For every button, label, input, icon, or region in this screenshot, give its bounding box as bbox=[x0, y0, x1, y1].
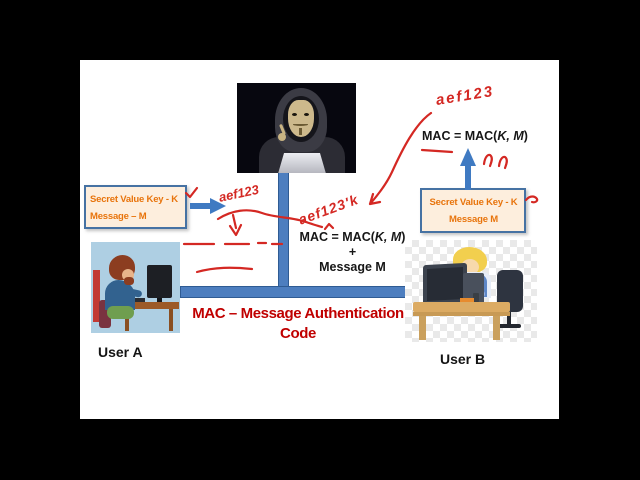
checkmark-icon bbox=[184, 186, 199, 199]
red-eta-mark-2 bbox=[497, 155, 508, 170]
user-a-desk-leg bbox=[169, 309, 173, 331]
mask-goatee bbox=[299, 128, 302, 135]
secret-box-user-a: Secret Value Key - K Message – M bbox=[84, 185, 187, 229]
hacker-mask-icon bbox=[288, 100, 314, 137]
user-a-beard bbox=[124, 277, 134, 285]
formula-center-plus: + bbox=[348, 245, 357, 259]
user-a-desk bbox=[119, 302, 179, 309]
hacker-image bbox=[237, 83, 356, 173]
slide-title-line2: Code bbox=[280, 325, 316, 342]
handwritten-mac-value-middle: aef123'k bbox=[296, 191, 361, 228]
slide-title-line1: MAC – Message Authentication bbox=[192, 305, 404, 322]
hacker-laptop-icon bbox=[278, 153, 326, 173]
user-b-monitor-screen bbox=[427, 267, 463, 301]
network-bus-horizontal bbox=[180, 286, 408, 298]
network-bus-vertical bbox=[278, 171, 289, 287]
user-a-label: User A bbox=[98, 344, 143, 360]
secret-box-b-line1: Secret Value Key - K bbox=[429, 197, 518, 208]
user-a-monitor-icon bbox=[147, 265, 172, 298]
user-b-label: User B bbox=[440, 351, 486, 367]
user-a-image bbox=[91, 242, 180, 333]
user-b-book bbox=[460, 298, 474, 302]
secret-box-user-b: Secret Value Key - K Message M bbox=[420, 188, 526, 233]
user-a-lamp bbox=[93, 270, 100, 322]
user-a-monitor-stand bbox=[157, 298, 162, 304]
red-squiggle-right-box bbox=[524, 195, 539, 204]
red-underline-top-mac bbox=[420, 148, 454, 154]
mask-mustache bbox=[293, 123, 308, 126]
user-b-chair-pole bbox=[507, 312, 511, 325]
user-b-chair-base bbox=[497, 324, 521, 328]
red-eta-mark-1 bbox=[482, 153, 493, 168]
secret-box-a-line1: Secret Value Key - K bbox=[90, 194, 178, 205]
hacker-hand bbox=[278, 133, 286, 141]
user-b-image bbox=[405, 240, 537, 342]
slide-canvas: Secret Value Key - K Message – M Secret … bbox=[80, 60, 559, 419]
mask-eye-left bbox=[292, 113, 297, 116]
red-caret-center bbox=[323, 222, 335, 231]
user-b-desk-leg bbox=[493, 316, 500, 340]
formula-center-line2: Message M bbox=[319, 260, 386, 274]
arrow-up-icon bbox=[460, 148, 476, 190]
formula-top-right: MAC = MAC(K, M) bbox=[422, 129, 528, 143]
handwritten-mac-value-left: aef123 bbox=[217, 181, 261, 205]
formula-center: MAC = MAC(K, M) + Message M bbox=[290, 230, 415, 275]
red-solid-line bbox=[195, 266, 254, 274]
formula-center-line1: MAC = MAC(K, M) bbox=[299, 230, 406, 244]
user-b-desk-leg bbox=[419, 316, 426, 340]
red-dashed-line bbox=[182, 241, 284, 246]
user-b-desk bbox=[413, 302, 510, 312]
user-a-keyboard bbox=[129, 298, 145, 302]
mask-eye-right bbox=[304, 113, 309, 116]
down-arrow-icon bbox=[228, 213, 243, 237]
handwritten-mac-value-top: aef123 bbox=[434, 82, 496, 109]
secret-box-b-line2: Message M bbox=[449, 214, 498, 225]
user-a-desk-leg bbox=[125, 309, 129, 331]
slide-title: MAC – Message Authentication Code bbox=[188, 304, 408, 344]
user-b-cup bbox=[473, 293, 479, 302]
user-b-desk-edge bbox=[413, 312, 510, 316]
user-a-legs bbox=[107, 306, 134, 319]
secret-box-a-line2: Message – M bbox=[90, 211, 147, 222]
